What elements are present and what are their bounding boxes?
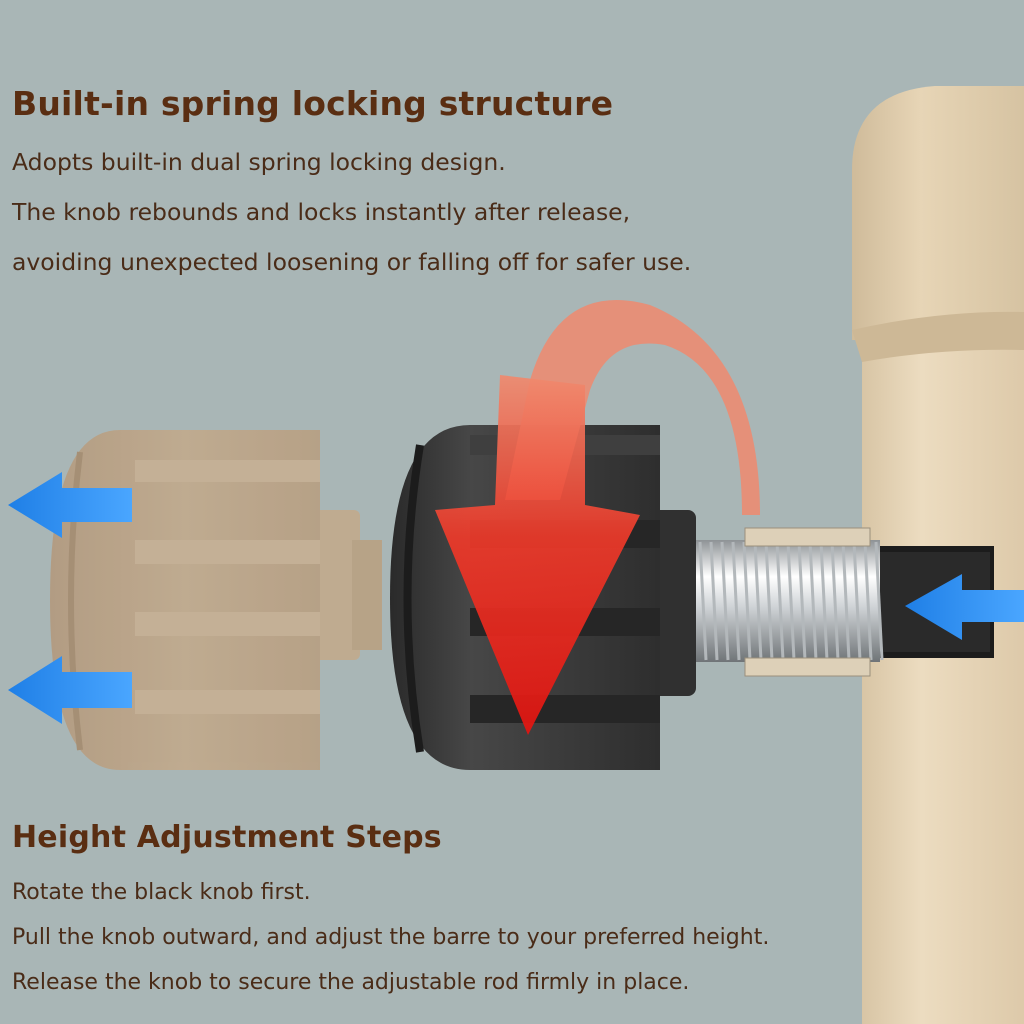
spring-coil — [874, 541, 884, 661]
spring-coil — [863, 541, 873, 661]
spring-coil — [764, 541, 774, 661]
lock-description-line: Adopts built-in dual spring locking desi… — [12, 148, 506, 176]
spring-coil — [709, 541, 719, 661]
pull-left-arrow-icon — [8, 472, 132, 724]
spring-coil — [819, 541, 829, 661]
adjustment-step-line: Pull the knob outward, and adjust the ba… — [12, 925, 770, 950]
spring-coil — [830, 541, 840, 661]
spring-coil — [808, 541, 818, 661]
adjustment-step-line: Release the knob to secure the adjustabl… — [12, 970, 690, 995]
spring-coil — [786, 541, 796, 661]
push-right-arrow-icon — [905, 574, 1024, 640]
ghost-knob — [50, 430, 382, 770]
lock-structure-title: Built-in spring locking structure — [12, 84, 614, 123]
spring-coil — [852, 541, 862, 661]
spring-coil — [720, 541, 730, 661]
adjustment-steps-title: Height Adjustment Steps — [12, 820, 442, 855]
lock-description-line: The knob rebounds and locks instantly af… — [12, 198, 631, 226]
spring — [690, 527, 884, 677]
spring-coil — [797, 541, 807, 661]
spring-coil — [775, 541, 785, 661]
spring-coil — [698, 541, 708, 661]
spring-coil — [731, 541, 741, 661]
spring-coil — [841, 541, 851, 661]
spring-coil — [742, 541, 752, 661]
vertical-rod — [852, 86, 1024, 1024]
spring-coil — [753, 541, 763, 661]
lock-description-line: avoiding unexpected loosening or falling… — [12, 248, 692, 276]
adjustment-step-line: Rotate the black knob first. — [12, 880, 311, 905]
down-arrow-icon — [435, 375, 640, 735]
